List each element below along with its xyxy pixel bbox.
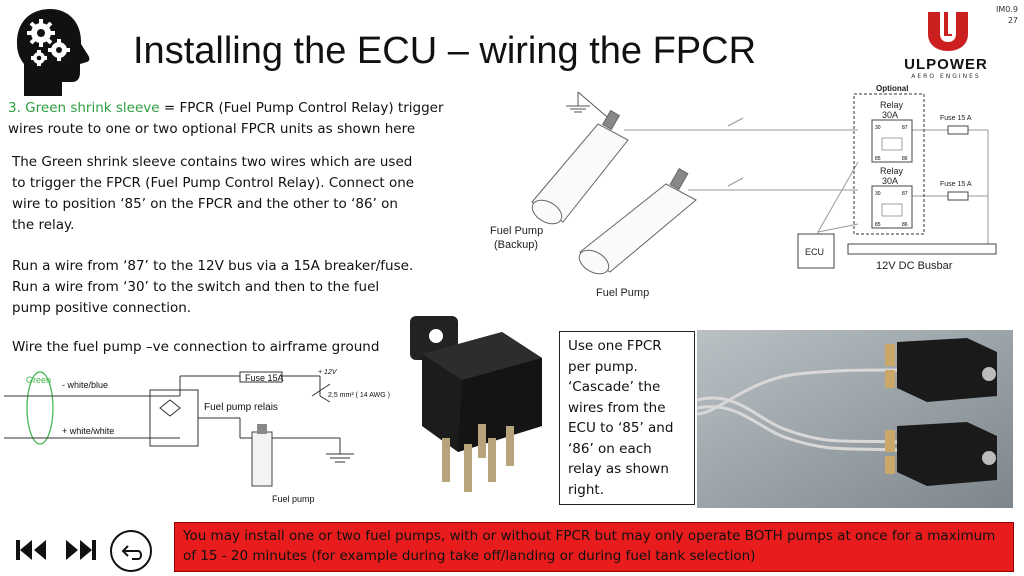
- callout-line: wires from the: [568, 399, 666, 416]
- pump-relay-schematic: Green Fuse 15A + 12V 2,5 mm² ( 14 AWG ) …: [4, 369, 390, 504]
- callout-box: Use one FPCR per pump. ‘Cascade’ the wir…: [559, 331, 695, 505]
- intro-text: 3. Green shrink sleeve = FPCR (Fuel Pump…: [8, 98, 478, 140]
- fuse-label: Fuse 15A: [245, 373, 284, 383]
- optional-region: [853, 93, 925, 235]
- green-sleeve-label: 3. Green shrink sleeve: [8, 100, 160, 116]
- two-relays-photo: [697, 330, 1013, 508]
- body-paragraph-1: The Green shrink sleeve contains two wir…: [12, 152, 432, 236]
- relay-1: [871, 119, 913, 163]
- fuel-pump-symbol: [251, 431, 273, 487]
- callout-line: ECU to ‘85’ and: [568, 420, 674, 436]
- fuse-label: Fuse 15 A: [940, 181, 972, 188]
- pin-label: 30: [875, 125, 881, 131]
- pin-label: 87: [902, 125, 908, 131]
- pin-label: 85: [875, 222, 881, 228]
- body-paragraph-2: Run a wire from ‘87’ to the 12V bus via …: [12, 256, 452, 319]
- pin-label: 86: [902, 222, 908, 228]
- p1-line: wire to position ‘85’ on the FPCR and th…: [12, 196, 398, 212]
- first-slide-button[interactable]: [14, 538, 48, 562]
- green-sleeve-ellipse: [26, 371, 54, 445]
- optional-label: Optional: [876, 84, 908, 93]
- relay-photo: [410, 316, 542, 492]
- ulpower-logo: ULPOWER AERO ENGINES: [896, 8, 996, 80]
- busbar-label: 12V DC Busbar: [876, 260, 953, 272]
- ecu-label: ECU: [805, 247, 824, 257]
- warning-banner: You may install one or two fuel pumps, w…: [174, 522, 1014, 572]
- warning-line-2: of 15 - 20 minutes (for example during t…: [183, 548, 756, 564]
- body-paragraph-3: Wire the fuel pump –ve connection to air…: [12, 339, 380, 355]
- last-slide-button[interactable]: [64, 538, 98, 562]
- callout-line: Use one FPCR: [568, 338, 662, 354]
- p2-line: Run a wire from ‘30’ to the switch and t…: [12, 279, 380, 295]
- p2-line: Run a wire from ‘87’ to the 12V bus via …: [12, 258, 414, 274]
- fuse-15a: [239, 371, 283, 383]
- ulpower-logo-mark: [928, 10, 968, 51]
- busbar: [847, 243, 997, 255]
- relay-label: Relay: [880, 166, 904, 176]
- p1-line: to trigger the FPCR (Fuel Pump Control R…: [12, 175, 415, 191]
- page-title: Installing the ECU – wiring the FPCR: [133, 30, 757, 72]
- logo-tagline: AERO ENGINES: [911, 73, 981, 80]
- logo-brand: ULPOWER: [904, 56, 988, 73]
- callout-line: per pump.: [568, 358, 638, 375]
- fuel-pump-label: Fuel pump: [272, 494, 315, 504]
- pump-main-label: Fuel Pump: [596, 287, 649, 299]
- relay-label: Relay: [880, 100, 904, 110]
- p1-line: the relay.: [12, 217, 75, 233]
- pump-backup-label: Fuel Pump: [490, 225, 543, 237]
- relais-label: Fuel pump relais: [204, 402, 278, 413]
- fuse-2: [947, 191, 969, 201]
- head-gears-icon: [16, 9, 90, 96]
- wire-white-label: + white/white: [62, 426, 114, 436]
- callout-line: right.: [568, 481, 605, 498]
- slide-version: IM0.9: [996, 5, 1018, 14]
- plus12v-label: + 12V: [318, 369, 338, 376]
- slide-id: IM0.9 27: [996, 4, 1018, 26]
- slide-number: 27: [1007, 16, 1018, 25]
- callout-line: ‘Cascade’ the: [568, 379, 661, 395]
- fpcr-wiring-diagram: Optional Relay 30A 30 87 85 86 Relay 30A…: [490, 84, 997, 299]
- p1-line: The Green shrink sleeve contains two wir…: [12, 154, 413, 170]
- return-button[interactable]: [108, 528, 154, 574]
- intro-line2: wires route to one or two optional FPCR …: [8, 121, 416, 137]
- relay-amps: 30A: [882, 176, 898, 186]
- pin-label: 85: [875, 156, 881, 162]
- pump-backup-sub: (Backup): [494, 239, 538, 251]
- pin-label: 87: [902, 191, 908, 197]
- intro-line1: = FPCR (Fuel Pump Control Relay) trigger: [159, 100, 444, 116]
- callout-line: ‘86’ on each: [568, 440, 652, 457]
- green-label: Green: [26, 375, 51, 385]
- warning-line-1: You may install one or two fuel pumps, w…: [183, 528, 996, 544]
- relay-amps: 30A: [882, 110, 898, 120]
- pin-label: 30: [875, 191, 881, 197]
- relay-2: [871, 185, 913, 229]
- fuse-label: Fuse 15 A: [940, 115, 972, 122]
- fuse-1: [947, 125, 969, 135]
- wire-gauge-label: 2,5 mm² ( 14 AWG ): [328, 392, 390, 399]
- pin-label: 86: [902, 156, 908, 162]
- wire-blue-label: - white/blue: [62, 380, 108, 390]
- ecu-box: [797, 233, 835, 269]
- p2-line: pump positive connection.: [12, 300, 192, 316]
- callout-line: relay as shown: [568, 461, 669, 477]
